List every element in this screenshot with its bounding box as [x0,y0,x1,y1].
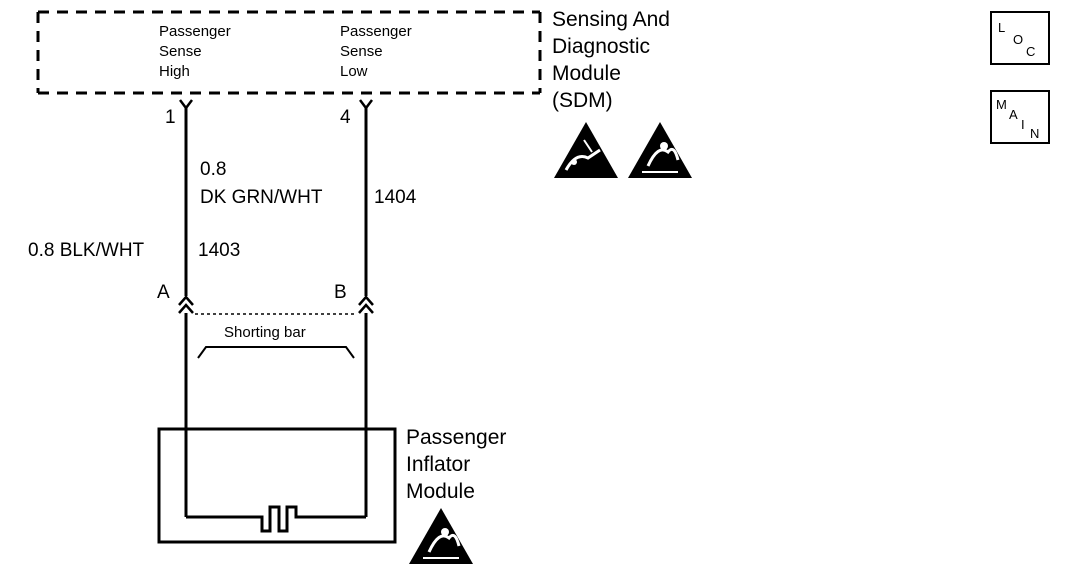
main-button[interactable]: M A I N [990,90,1050,144]
sdm-enclosure [36,10,542,95]
shorting-bar-label: Shorting bar [224,324,306,341]
inflator-title-line: Module [406,480,475,503]
pin-high-label-line: High [159,63,190,80]
wire-low-circuit: 1404 [374,187,417,208]
sdm-title-line: Diagnostic [552,35,651,58]
inflator-title: Passenger Inflator Module [406,424,506,505]
sdm-title-line: Module [552,62,621,85]
wire-low-color: DK GRN/WHT [200,187,323,208]
squib-element [186,505,366,533]
wire-high-label: 0.8 BLK/WHT [28,240,145,261]
inflator-title-line: Inflator [406,453,471,476]
shorting-bar-bracket [197,346,355,359]
wire-low-size: 0.8 [200,159,227,180]
inflator-module-box [157,427,397,544]
pin-4-marker [359,99,373,111]
pin-low-label: Passenger Sense Low [340,22,412,82]
main-letter: A [1009,107,1018,122]
main-letter: I [1021,117,1025,132]
pin-low-label-line: Passenger [340,23,412,40]
loc-button[interactable]: L O C [990,11,1050,65]
esd-warning-icon [552,120,620,180]
wire-high-circuit: 1403 [198,240,241,261]
airbag-warning-icon [626,120,694,180]
inflator-title-line: Passenger [406,426,507,449]
pin-high-label-line: Passenger [159,23,231,40]
connector-a [178,295,194,314]
main-letter: N [1030,126,1040,141]
main-letter: M [996,97,1007,112]
pin-1-number: 1 [165,107,176,128]
loc-letter: C [1026,44,1036,59]
pin-4-number: 4 [340,107,351,128]
loc-letter: L [998,20,1006,35]
sdm-title-line: (SDM) [552,89,613,112]
pin-low-label-line: Sense [340,43,383,60]
pin-high-label: Passenger Sense High [159,22,231,82]
terminal-a-label: A [157,282,170,303]
connector-b [358,295,374,314]
pin-high-label-line: Sense [159,43,202,60]
sdm-title-line: Sensing And [552,8,670,31]
loc-letter: O [1013,32,1024,47]
terminal-b-label: B [334,282,347,303]
airbag-warning-icon [407,506,475,566]
pin-1-marker [179,99,193,111]
pin-low-label-line: Low [340,63,368,80]
sdm-title: Sensing And Diagnostic Module (SDM) [552,6,670,114]
